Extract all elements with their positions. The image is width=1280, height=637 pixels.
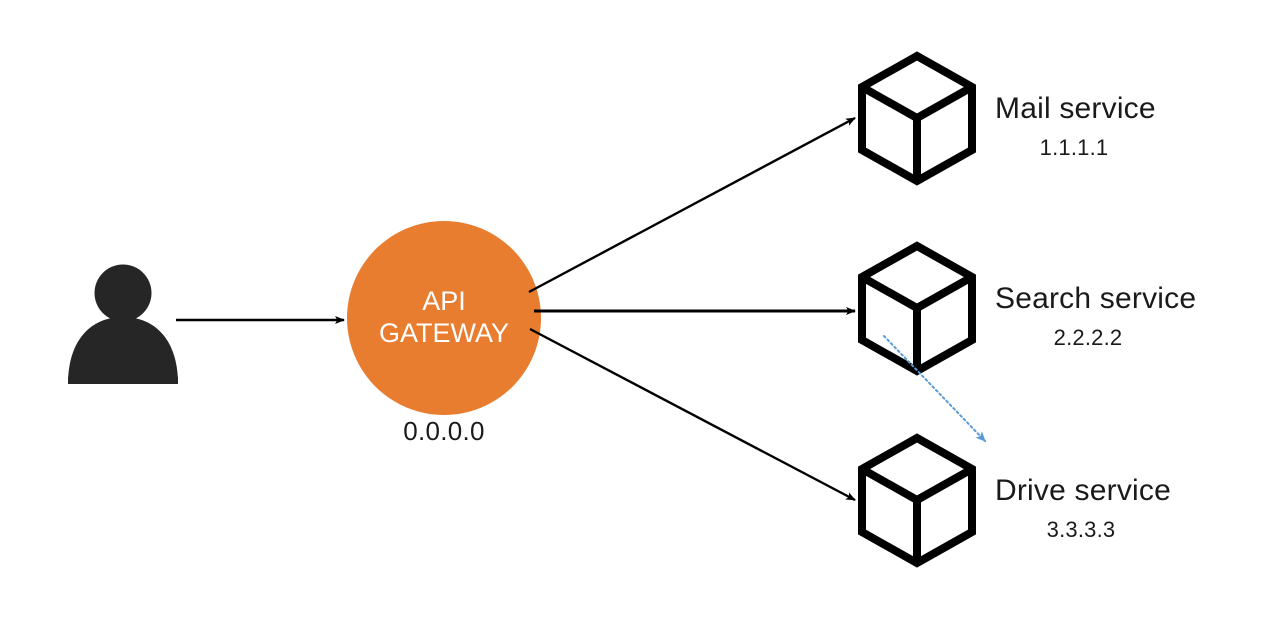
connector-gateway-to-drive [529,327,856,502]
api-gateway-label-line1: API [422,286,466,316]
service-ip-mail: 1.1.1.1 [1039,134,1109,160]
service-name-search: Search service [995,282,1197,315]
service-name-drive: Drive service [995,474,1171,507]
service-label-drive: Drive service 3.3.3.3 [995,474,1171,542]
service-ip-search: 2.2.2.2 [1053,324,1123,350]
cube-icon-search[interactable] [858,241,976,376]
cube-icon-mail[interactable] [858,51,976,186]
cube-icon-drive[interactable] [858,433,976,568]
api-gateway-node[interactable] [347,221,541,415]
service-label-search: Search service 2.2.2.2 [995,282,1196,350]
connector-gateway-to-mail [528,116,856,294]
api-gateway-ip: 0.0.0.0 [403,416,485,446]
connector-search-to-drive [883,335,986,442]
service-name-mail: Mail service [995,92,1156,125]
person-icon [68,264,178,384]
api-gateway-label-line2: GATEWAY [378,317,509,348]
api-gateway-label: API GATEWAY [344,286,544,350]
service-label-mail: Mail service 1.1.1.1 [995,92,1156,160]
service-ip-drive: 3.3.3.3 [1046,516,1116,542]
